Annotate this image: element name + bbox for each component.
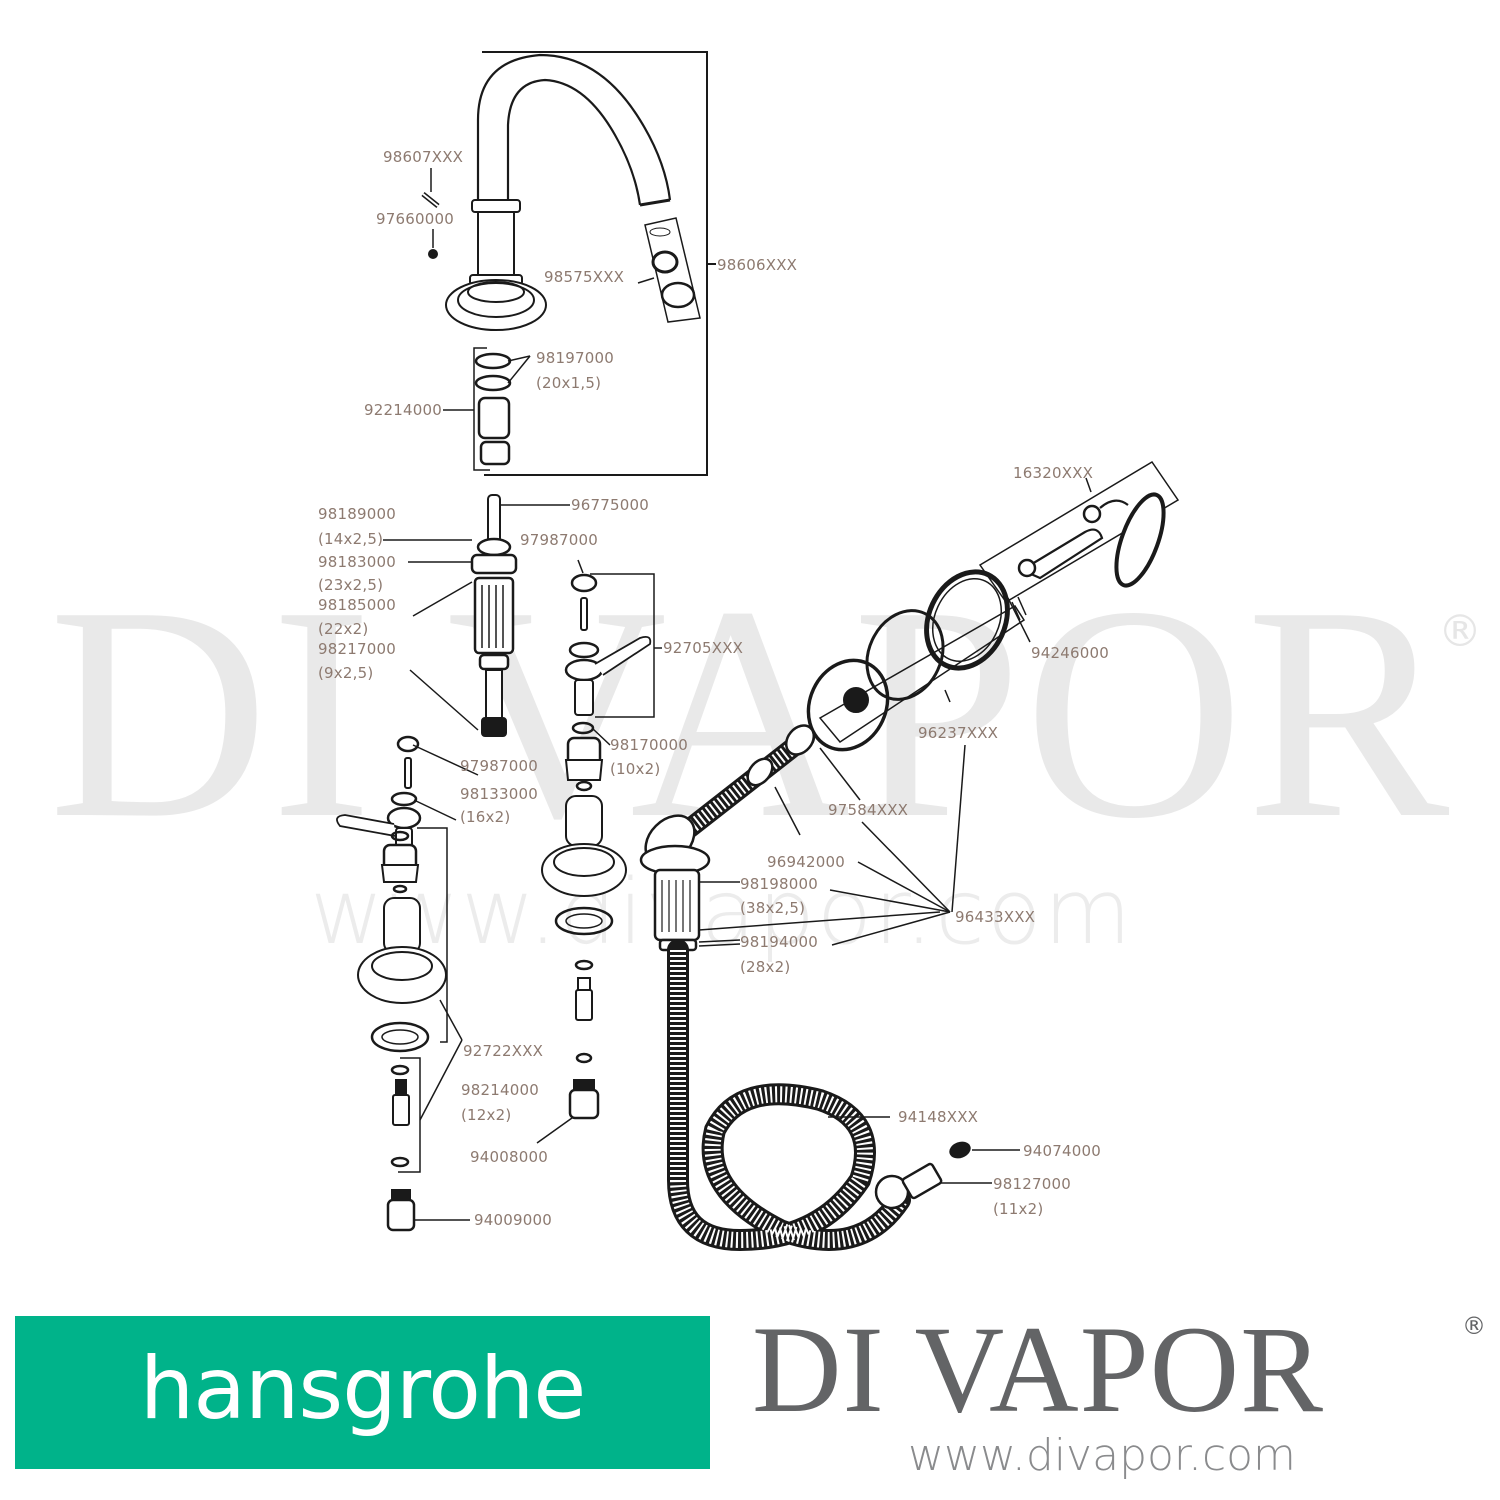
part-label-98133-size: (16x2) (460, 808, 511, 826)
part-label-98170: 98170000 (610, 736, 688, 754)
right-handle-assembly (536, 559, 662, 1144)
part-label-92214: 92214000 (364, 401, 442, 419)
part-label-98185-size: (22x2) (318, 620, 369, 638)
part-label-98189-size: (14x2,5) (318, 530, 384, 548)
part-label-94246: 94246000 (1031, 644, 1109, 662)
part-label-92705: 92705XXX (663, 639, 744, 657)
part-label-98197: 98197000 (536, 349, 614, 367)
part-label-98133: 98133000 (460, 785, 538, 803)
part-label-98183-size: (23x2,5) (318, 576, 384, 594)
part-label-16320: 16320XXX (1013, 464, 1094, 482)
part-label-98606: 98606XXX (717, 256, 798, 274)
hansgrohe-logo-text: hansgrohe (139, 1338, 587, 1439)
part-label-98127-size: (11x2) (993, 1200, 1044, 1218)
divapor-registered-mark: ® (1462, 1312, 1486, 1340)
divapor-logo: DI VAPOR (752, 1301, 1324, 1438)
part-label-97660: 97660000 (376, 210, 454, 228)
part-label-98189: 98189000 (318, 505, 396, 523)
part-label-97584: 97584XXX (828, 801, 909, 819)
part-label-98217-size: (9x2,5) (318, 664, 374, 682)
diverter-cartridge-group (443, 347, 531, 471)
part-label-98214: 98214000 (461, 1081, 539, 1099)
part-label-98183: 98183000 (318, 553, 396, 571)
part-label-96433: 96433XXX (955, 908, 1036, 926)
part-label-98194-size: (28x2) (740, 958, 791, 976)
hansgrohe-logo: hansgrohe (15, 1316, 710, 1469)
part-label-94008: 94008000 (470, 1148, 548, 1166)
part-label-98217: 98217000 (318, 640, 396, 658)
part-label-97987-top: 97987000 (520, 531, 598, 549)
part-label-92722: 92722XXX (463, 1042, 544, 1060)
part-label-98170-size: (10x2) (610, 760, 661, 778)
watermark-registered-mark: ® (1438, 606, 1482, 657)
left-handle-assembly (336, 735, 479, 1232)
part-label-97987-left: 97987000 (460, 757, 538, 775)
part-label-94148: 94148XXX (898, 1108, 979, 1126)
part-label-96942: 96942000 (767, 853, 845, 871)
handshower-assembly (639, 460, 1180, 1252)
part-label-98575: 98575XXX (544, 268, 625, 286)
part-label-98194: 98194000 (740, 933, 818, 951)
part-label-98214-size: (12x2) (461, 1106, 512, 1124)
watermark-brand: DI VAPOR (48, 543, 1452, 881)
part-label-98197-size: (20x1,5) (536, 374, 602, 392)
part-label-96237: 96237XXX (918, 724, 999, 742)
part-label-98185: 98185000 (318, 596, 396, 614)
part-label-98607: 98607XXX (383, 148, 464, 166)
part-label-94009: 94009000 (474, 1211, 552, 1229)
divapor-url: www.divapor.com (908, 1430, 1296, 1481)
part-label-94074: 94074000 (1023, 1142, 1101, 1160)
diverter-spindle (383, 494, 570, 737)
part-label-96775: 96775000 (571, 496, 649, 514)
part-label-98198-size: (38x2,5) (740, 899, 806, 917)
spout-assembly (421, 51, 716, 476)
part-label-98198: 98198000 (740, 875, 818, 893)
part-label-98127: 98127000 (993, 1175, 1071, 1193)
